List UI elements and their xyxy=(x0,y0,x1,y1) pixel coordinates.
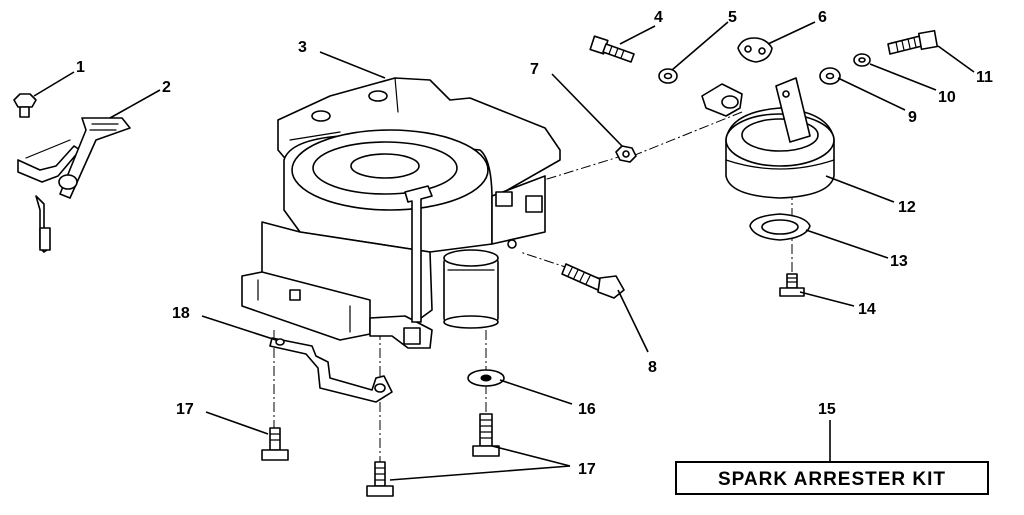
callout-14: 14 xyxy=(858,301,876,318)
callout-6: 6 xyxy=(818,9,827,26)
part-18-bracket xyxy=(269,337,393,403)
callout-9: 9 xyxy=(908,109,917,126)
callout-4: 4 xyxy=(654,9,663,26)
part-17-bolt-left xyxy=(261,427,289,461)
callout-2: 2 xyxy=(162,79,171,96)
callout-numbers: 1 2 3 4 5 6 7 8 9 10 11 12 13 14 15 16 1… xyxy=(76,9,993,478)
callout-17-right: 17 xyxy=(578,461,596,478)
part-17-bolt-middle xyxy=(472,413,500,457)
part-9-washer xyxy=(819,67,841,85)
callout-12: 12 xyxy=(898,199,916,216)
callout-11: 11 xyxy=(976,69,993,86)
callout-18: 18 xyxy=(172,305,190,322)
callout-10: 10 xyxy=(938,89,956,106)
part-7-nut xyxy=(615,145,637,163)
callout-1: 1 xyxy=(76,59,85,76)
part-6-gasket xyxy=(737,37,773,63)
part-14-screw xyxy=(779,273,805,297)
callout-17-left: 17 xyxy=(176,401,194,418)
part-3-engine xyxy=(241,77,561,349)
exhaust-adapter xyxy=(701,83,743,117)
spark-arrester-kit-label: SPARK ARRESTER KIT xyxy=(718,469,946,490)
callout-15: 15 xyxy=(818,401,836,418)
leader-lines xyxy=(33,21,975,481)
callout-16: 16 xyxy=(578,401,596,418)
callout-13: 13 xyxy=(890,253,908,270)
part-1-throttle-knob xyxy=(13,93,37,118)
callout-3: 3 xyxy=(298,39,307,56)
part-13-gasket xyxy=(749,213,811,241)
part-8-bolt xyxy=(561,263,625,299)
callout-7: 7 xyxy=(530,61,539,78)
part-5-washer xyxy=(658,68,678,84)
part-16-washer xyxy=(467,369,505,387)
part-17-bolt-bottom xyxy=(366,461,394,497)
callout-8: 8 xyxy=(648,359,657,376)
part-12-muffler xyxy=(725,77,835,199)
part-11-bolt xyxy=(887,29,939,55)
callout-5: 5 xyxy=(728,9,737,26)
part-2-throttle-control xyxy=(17,117,131,253)
part-4-bolt xyxy=(589,35,635,63)
spark-arrester-kit-box: SPARK ARRESTER KIT xyxy=(675,461,989,495)
part-10-washer xyxy=(853,53,871,67)
